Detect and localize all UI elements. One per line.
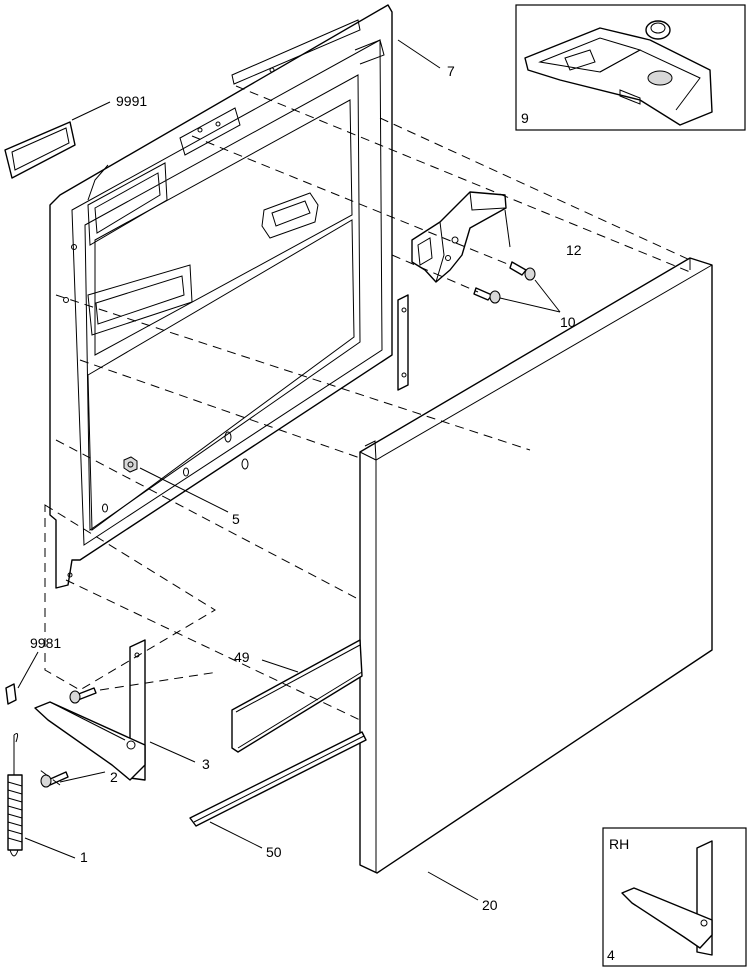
callout-20: 20: [482, 897, 498, 913]
inner-door-panel: [49, 4, 409, 589]
callout-12: 12: [566, 242, 582, 258]
latch-screws: [473, 261, 536, 304]
callout-3: 3: [202, 756, 210, 772]
rh-hinge-inset: [602, 827, 747, 967]
callout-2: 2: [110, 769, 118, 785]
gasket: [4, 121, 76, 179]
alignment-lines: [39, 85, 691, 786]
callout-9991: 9991: [116, 93, 147, 109]
leader-lines: [17, 39, 561, 901]
callout-10: 10: [560, 314, 576, 330]
dispenser-inset: [515, 4, 746, 131]
door-hinge: [34, 639, 146, 781]
callout-9981: 9981: [30, 635, 61, 651]
rh-label: RH: [609, 836, 629, 852]
door-spring: [7, 733, 23, 857]
outer-door-panel: [359, 257, 713, 874]
callout-1: 1: [80, 849, 88, 865]
callout-50: 50: [266, 844, 282, 860]
hinge-screws: [40, 687, 97, 788]
spring-clip: [5, 683, 17, 705]
callout-4: 4: [607, 947, 615, 963]
callout-5: 5: [232, 511, 240, 527]
callout-7: 7: [447, 63, 455, 79]
bottom-seal: [189, 731, 367, 827]
latch-assembly: [411, 191, 507, 283]
callout-9: 9: [521, 110, 529, 126]
nut: [123, 456, 138, 473]
trim-strip: [231, 639, 363, 753]
callout-49: 49: [234, 649, 250, 665]
